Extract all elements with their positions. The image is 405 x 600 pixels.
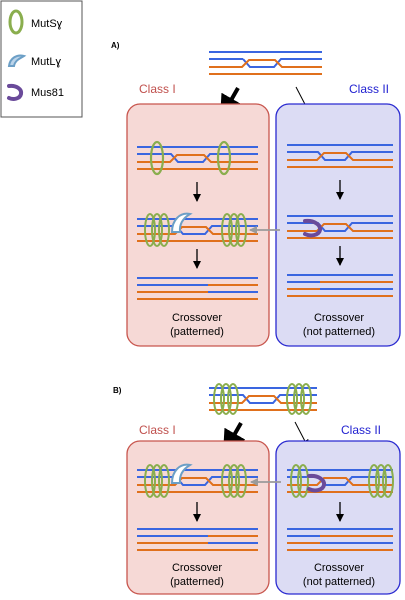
legend-label: Mus81 <box>31 87 64 99</box>
dna-intermediate <box>287 215 393 239</box>
muts-ring <box>216 140 232 176</box>
muts-ring <box>221 213 233 247</box>
muts-ring <box>300 383 312 415</box>
dna-intermediate <box>287 144 393 168</box>
class-two-box-a: Class II Crossover (not patterned) <box>275 82 401 347</box>
dna-intermediate <box>137 140 258 176</box>
panel-a-top-intermediate <box>209 51 322 75</box>
muts-ring <box>213 383 225 415</box>
legend-item-mus81: Mus81 <box>7 83 64 101</box>
muts-ring <box>227 383 239 415</box>
outcome-label: Crossover <box>314 312 364 324</box>
legend-label: MutSɣ <box>31 18 63 30</box>
muts-ring <box>158 464 170 498</box>
dna-product <box>287 528 393 551</box>
outcome-note: (patterned) <box>170 576 224 588</box>
dna-product <box>137 277 258 300</box>
outcome-note: (not patterned) <box>303 326 375 338</box>
muts-ring <box>290 464 302 498</box>
muts-ring <box>151 213 163 247</box>
class-two-title: Class II <box>341 423 381 437</box>
muts-ring <box>220 383 232 415</box>
muts-ring <box>375 464 387 498</box>
class-one-title: Class I <box>139 423 176 437</box>
outcome-label: Crossover <box>314 562 364 574</box>
muts-ring <box>368 464 380 498</box>
mus81-hook <box>307 473 327 493</box>
muts-ring <box>228 464 240 498</box>
muts-ring <box>293 383 305 415</box>
dna-intermediate <box>137 463 258 498</box>
outcome-note: (patterned) <box>170 326 224 338</box>
mus81-hook <box>303 218 323 238</box>
class-one-box-a: Class I <box>126 82 270 347</box>
dna-intermediate <box>137 212 258 247</box>
muts-ring <box>158 213 170 247</box>
muts-ring <box>286 383 298 415</box>
green-ring-icon <box>8 9 24 35</box>
class-one-box-b: Class I Crossover (patterned) <box>126 423 270 595</box>
panel-b-top-intermediate <box>209 383 317 415</box>
purple-hook-icon <box>7 83 24 101</box>
muts-ring <box>235 464 247 498</box>
muts-ring <box>144 213 156 247</box>
outcome-label: Crossover <box>172 562 222 574</box>
panel-a-label: A) <box>111 41 120 50</box>
dna-intermediate <box>287 464 394 498</box>
legend: MutSɣ MutLɣ Mus81 <box>0 0 83 118</box>
dna-product <box>137 528 258 551</box>
class-two-title: Class II <box>349 82 389 96</box>
outcome-label: Crossover <box>172 312 222 324</box>
muts-ring <box>297 464 309 498</box>
legend-item-muts: MutSɣ <box>8 9 63 35</box>
muts-ring <box>151 464 163 498</box>
class-one-title: Class I <box>139 82 176 96</box>
panel-b-label: B) <box>113 386 122 395</box>
muts-ring <box>235 213 247 247</box>
muts-ring <box>221 464 233 498</box>
outcome-note: (not patterned) <box>303 576 375 588</box>
legend-item-mutl: MutLɣ <box>7 54 61 68</box>
legend-label: MutLɣ <box>31 56 61 68</box>
muts-ring <box>144 464 156 498</box>
blue-clamp-icon <box>7 54 27 67</box>
dna-product <box>287 274 393 297</box>
mutl-clamp <box>170 463 193 484</box>
mutl-clamp <box>170 212 193 233</box>
muts-ring <box>149 140 165 176</box>
muts-ring <box>228 213 240 247</box>
class-two-box-b: Class II Crossover (not patterned) <box>275 423 401 595</box>
muts-ring <box>382 464 394 498</box>
